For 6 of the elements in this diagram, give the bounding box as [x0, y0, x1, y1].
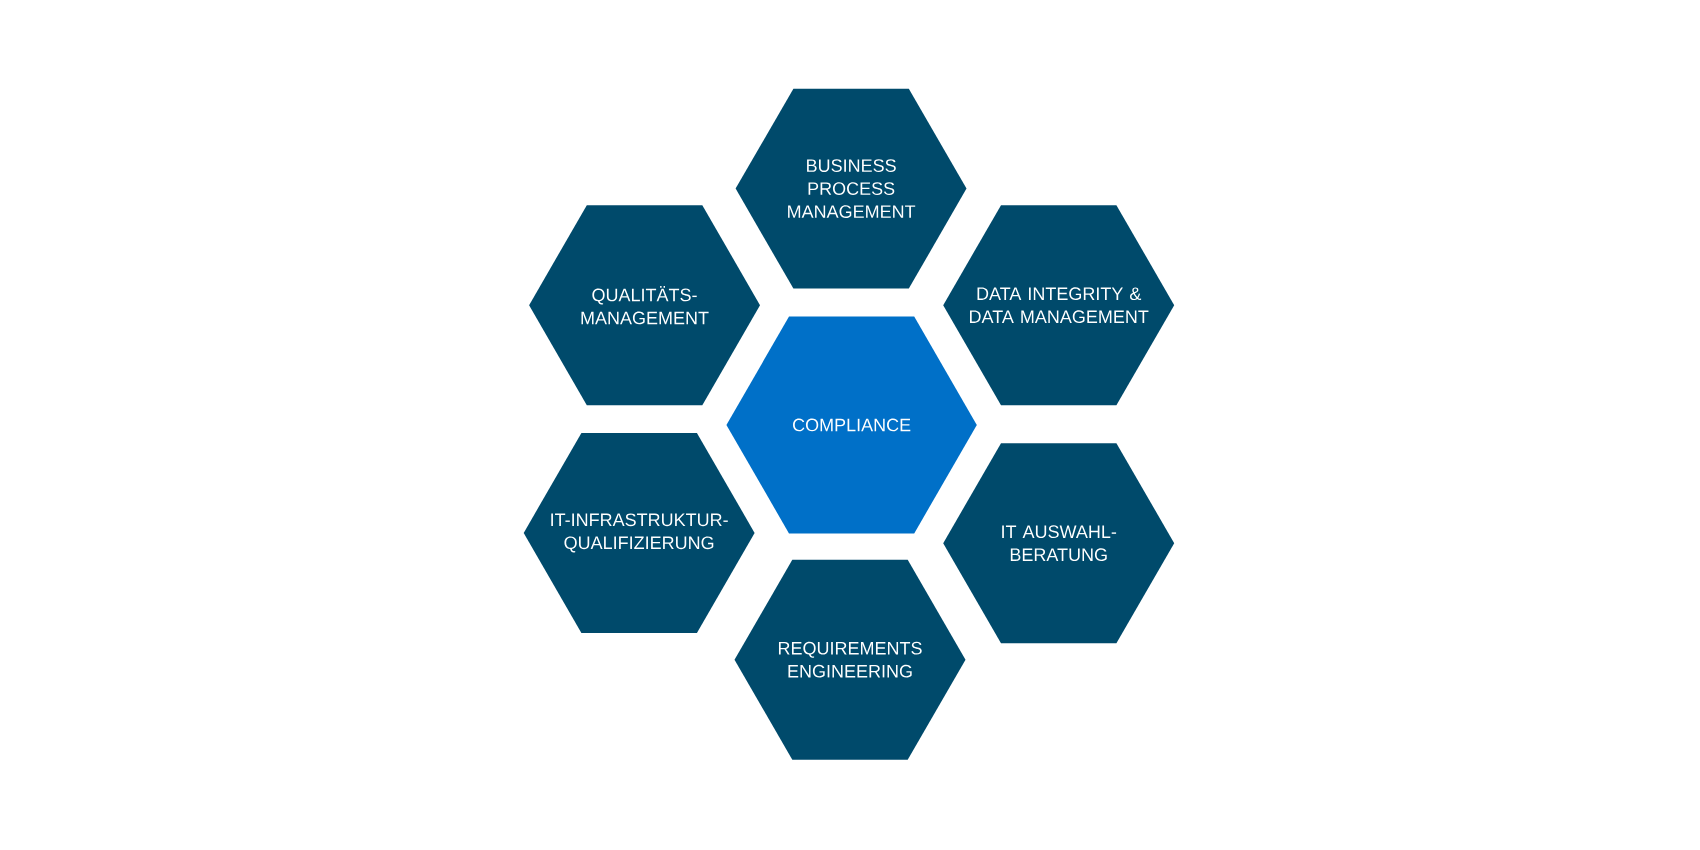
hexagon: DATA INTEGRITY & DATA MANAGEMENT — [943, 205, 1175, 406]
hexagon: QUALITÄTS-MANAGEMENT — [529, 205, 760, 406]
hexagon: IT-INFRASTRUKTUR-QUALIFIZIERUNG — [523, 432, 755, 633]
hexagon: BUSINESS PROCESS MANAGEMENT — [735, 88, 967, 289]
hexagon: REQUIREMENTS ENGINEERING — [734, 559, 966, 760]
hexagon: IT AUSWAHL-BERATUNG — [943, 443, 1175, 644]
